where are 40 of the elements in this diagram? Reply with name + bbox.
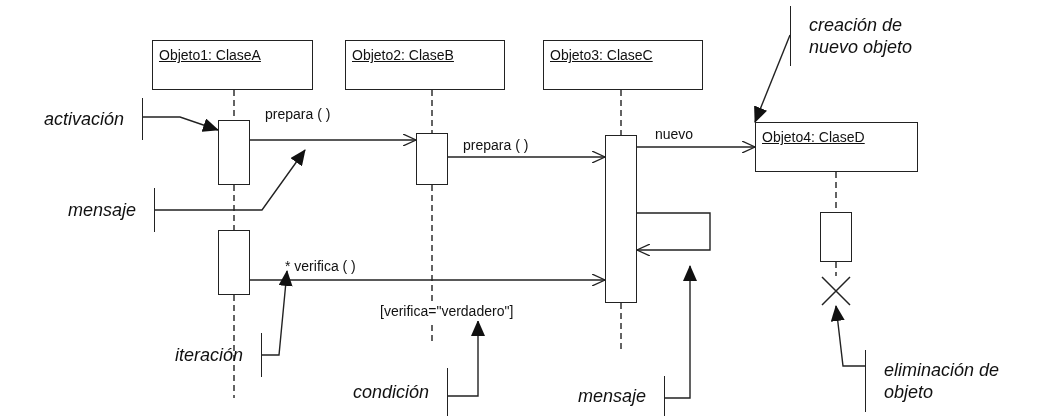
object-box: Objeto4: ClaseD (755, 122, 918, 172)
message-arrow (249, 133, 417, 147)
lifeline (233, 184, 235, 231)
message-label: nuevo (655, 126, 694, 142)
callout-label: mensaje (540, 376, 665, 416)
lifeline (431, 89, 433, 134)
activation-bar (218, 120, 250, 185)
callout-label: iteración (130, 333, 262, 377)
lifeline (620, 89, 622, 136)
callout-label: activación (4, 98, 143, 140)
lifeline (233, 294, 235, 399)
callout-label: eliminación de objeto (865, 350, 1035, 412)
message-arrow (636, 212, 711, 257)
message-arrow (447, 150, 606, 164)
activation-bar (218, 230, 250, 295)
leader-line (154, 149, 306, 211)
message-label: prepara ( ) (463, 137, 529, 153)
leader-line (142, 116, 219, 132)
destruction-mark (821, 276, 851, 306)
lifeline (620, 302, 622, 351)
activation-bar (605, 135, 637, 303)
message-label: prepara ( ) (265, 106, 331, 122)
activation-bar (416, 133, 448, 185)
callout-label: creación de nuevo objeto (790, 6, 940, 66)
leader-line (447, 320, 485, 397)
lifeline (835, 261, 837, 277)
leader-line (664, 265, 697, 399)
message-label: * verifica ( ) (285, 258, 356, 274)
guard-condition: [verifica="verdadero"] (380, 303, 514, 321)
object-box: Objeto3: ClaseC (543, 40, 703, 90)
object-box: Objeto1: ClaseA (152, 40, 313, 90)
message-arrow (249, 273, 606, 287)
object-box: Objeto2: ClaseB (345, 40, 505, 90)
leader-line (830, 305, 866, 367)
leader-line (261, 270, 293, 356)
callout-label: mensaje (20, 188, 155, 232)
leader-line (754, 34, 791, 123)
callout-label: condición (310, 368, 448, 416)
message-arrow (636, 140, 756, 154)
activation-bar (820, 212, 852, 262)
